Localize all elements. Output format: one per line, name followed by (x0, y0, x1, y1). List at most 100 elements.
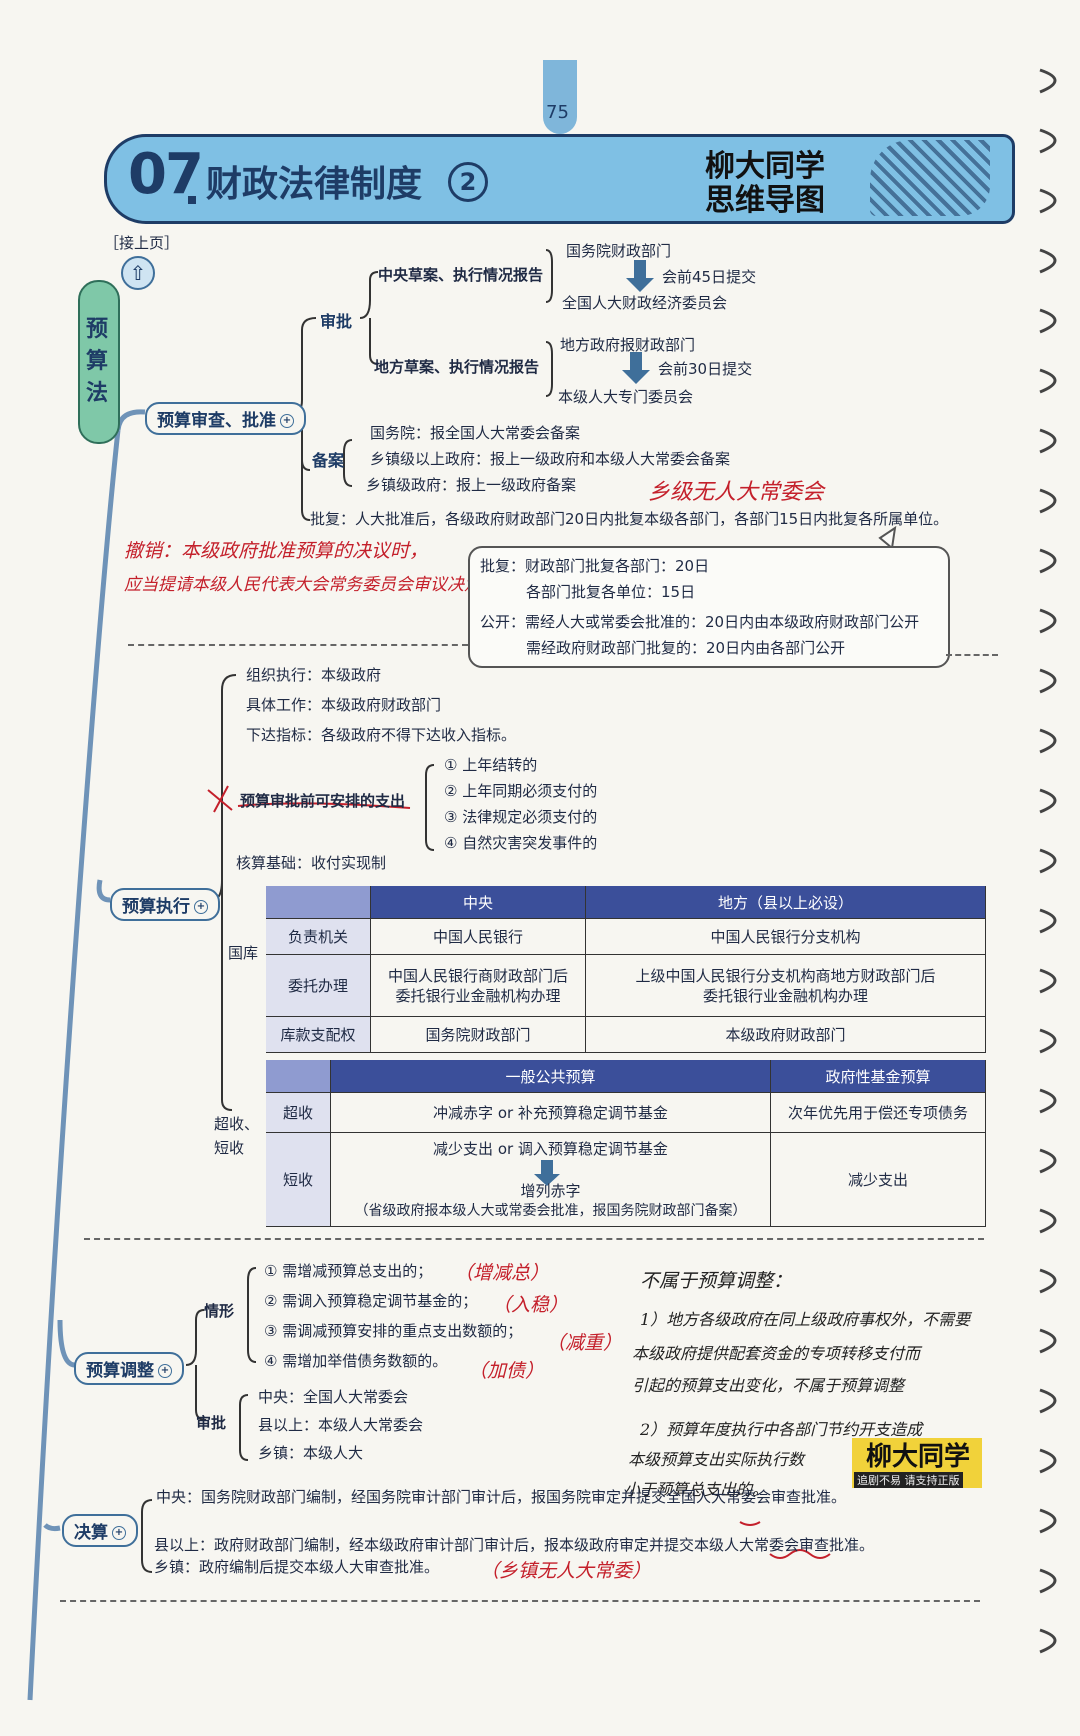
branch-adjustment-label: 预算调整 (86, 1361, 154, 1381)
exec-before-3: ③ 法律规定必须支付的 (444, 808, 598, 826)
final-town: 乡镇：政府编制后提交本级人大审查批准。 (154, 1558, 440, 1576)
hand-right-6: 本级预算支出实际执行数 (628, 1450, 805, 1469)
branch-adjustment[interactable]: 预算调整+ (74, 1352, 184, 1385)
central-from: 国务院财政部门 (566, 242, 672, 260)
exec-accounting: 核算基础：收付实现制 (236, 854, 387, 872)
hand-right-1: 不属于预算调整： (640, 1270, 793, 1292)
surplus-shortfall-table: 一般公共预算 政府性基金预算 超收 冲减赤字 or 补充预算稳定调节基金 次年优… (266, 1060, 986, 1227)
hand-right-7: 小于预算总支出的。 (624, 1480, 769, 1499)
final-central: 中央：国务院财政部门编制，经国务院审计部门审计后，报国务院审定并提交全国人大常委… (156, 1488, 847, 1506)
adj-item-2: ② 需调入预算稳定调节基金的； (264, 1292, 478, 1310)
exec-before-2: ② 上年同期必须支付的 (444, 782, 598, 800)
branch-approval-label: 预算审查、批准 (157, 411, 276, 431)
local-report: 地方草案、执行情况报告 (374, 358, 540, 376)
qingxing-label: 情形 (204, 1302, 235, 1320)
adj-item-1: ① 需增减预算总支出的； (264, 1262, 433, 1280)
treasury-header-local: 地方（县以上必设） (585, 886, 986, 919)
guoku-label: 国库 (228, 944, 259, 962)
branch-approval[interactable]: 预算审查、批准 + (145, 402, 306, 435)
final-hand-note: （乡镇无人大常委） (480, 1560, 652, 1582)
footer-logo-brand: 柳大同学 (866, 1442, 971, 1472)
shortfall-label: 短收 (266, 1132, 331, 1227)
central-report: 中央草案、执行情况报告 (378, 266, 544, 284)
treasury-table: 中央 地方（县以上必设） 负责机关 中国人民银行 中国人民银行分支机构 委托办理… (266, 886, 986, 1053)
shenpi-label: 审批 (320, 312, 353, 331)
exec-target: 下达指标：各级政府不得下达收入指标。 (246, 726, 517, 744)
root-node (78, 280, 120, 444)
exec-before-label: 预算审批前可安排的支出 (240, 792, 406, 810)
beian-item-3: 乡镇级政府：报上一级政府备案 (366, 476, 577, 494)
treasury-cell: 中国人民银行分支机构 (585, 918, 986, 955)
final-county: 县以上：政府财政部门编制，经本级政府审计部门审计后，报本级政府审定并提交本级人大… (154, 1536, 875, 1554)
page-number: 75 (546, 102, 569, 123)
adj-approval-1: 中央：全国人大常委会 (258, 1388, 409, 1406)
central-deadline: 会前45日提交 (662, 268, 757, 286)
exec-before-1: ① 上年结转的 (444, 756, 538, 774)
surplus-header-fund: 政府性基金预算 (770, 1060, 986, 1093)
treasury-cell: 中国人民银行 (370, 918, 586, 955)
divider-3 (60, 1600, 980, 1602)
adj-shenpi-label: 审批 (196, 1414, 227, 1432)
beian-item-2: 乡镇级以上政府：报上一级政府和本级人大常委会备案 (370, 450, 731, 468)
handwritten-revoke-2: 应当提请本级人民代表大会常务委员会审议决定 (124, 575, 481, 595)
branch-execution[interactable]: 预算执行 + (110, 888, 220, 921)
bubble-line-1: 批复：财政部门批复各部门：20日 (480, 557, 710, 575)
surplus-cell: 冲减赤字 or 补充预算稳定调节基金 (330, 1092, 771, 1133)
divider-1 (128, 644, 468, 646)
treasury-cell: 国务院财政部门 (370, 1016, 586, 1053)
adj-item-3: ③ 需调减预算安排的重点支出数额的； (264, 1322, 523, 1340)
exec-work: 具体工作：本级政府财政部门 (246, 696, 442, 714)
treasury-header-central: 中央 (370, 886, 586, 919)
handwritten-note-township: 乡级无人大常委会 (648, 480, 825, 505)
hand-right-4: 引起的预算支出变化，不属于预算调整 (632, 1376, 905, 1395)
treasury-cell: 委托办理 (266, 954, 371, 1017)
exec-before-4: ④ 自然灾害突发事件的 (444, 834, 598, 852)
beian-item-1: 国务院：报全国人大常委会备案 (370, 424, 581, 442)
continued-label: ［接上页］ (104, 234, 180, 252)
divider-2 (84, 1238, 984, 1240)
chapter-dot (188, 196, 196, 204)
up-arrow-icon: ⇧ (121, 256, 155, 290)
local-from: 地方政府报财政部门 (560, 336, 696, 354)
chapter-part-circle: 2 (448, 162, 488, 202)
shortfall-general-cell: 减少支出 or 调入预算稳定调节基金 增列赤字 （省级政府报本级人大或常委会批准… (330, 1132, 771, 1227)
exec-org: 组织执行：本级政府 (246, 666, 382, 684)
treasury-cell: 上级中国人民银行分支机构商地方财政部门后 委托银行业金融机构办理 (585, 954, 986, 1017)
local-to: 本级人大专门委员会 (558, 388, 694, 406)
adj-hand-1: （增减总） (454, 1262, 550, 1284)
treasury-cell: 中国人民银行商财政部门后 委托银行业金融机构办理 (370, 954, 586, 1017)
surplus-header-blank (266, 1060, 331, 1093)
expand-icon: + (280, 414, 294, 428)
surplus-cell: 超收 (266, 1092, 331, 1133)
shortfall-line-b: 增列赤字 (520, 1181, 581, 1200)
adj-hand-2: （入稳） (492, 1294, 569, 1316)
beian-label: 备案 (312, 451, 345, 470)
branch-final-accounts[interactable]: 决算+ (62, 1514, 138, 1547)
treasury-cell: 本级政府财政部门 (585, 1016, 986, 1053)
hand-right-2: 1）地方各级政府在同上级政府事权外，不需要 (640, 1310, 971, 1329)
adj-hand-3: （减重） (546, 1332, 623, 1354)
shortfall-line-c: （省级政府报本级人大或常委会批准，报国务院财政部门备案） (354, 1202, 747, 1219)
brand-logo: 柳大同学 思维导图 (705, 149, 825, 218)
treasury-cell: 负责机关 (266, 918, 371, 955)
bubble-line-4: 需经政府财政部门批复的：20日内由各部门公开 (526, 639, 846, 657)
summary-bubble (468, 546, 950, 668)
central-to: 全国人大财政经济委员会 (562, 294, 728, 312)
shortfall-arrow-space (335, 1159, 766, 1181)
adj-approval-3: 乡镇：本级人大 (258, 1444, 364, 1462)
leaf-decoration (870, 140, 990, 216)
footer-logo-slogan: 追剧不易 请支持正版 (854, 1472, 963, 1488)
surplus-cell: 次年优先用于偿还专项债务 (770, 1092, 986, 1133)
root-label: 预算法 (86, 317, 109, 406)
hand-right-5: 2）预算年度执行中各部门节约开支造成 (640, 1420, 923, 1439)
branch-execution-label: 预算执行 (122, 897, 190, 917)
treasury-cell: 库款支配权 (266, 1016, 371, 1053)
chapter-banner (104, 134, 1015, 224)
bubble-line-2: 各部门批复各单位：15日 (526, 583, 696, 601)
shortfall-fund-cell: 减少支出 (770, 1132, 986, 1227)
expand-icon: + (194, 900, 208, 914)
divider-1b (946, 654, 998, 656)
bubble-line-3: 公开：需经人大或常委会批准的：20日内由本级政府财政部门公开 (480, 613, 920, 631)
pifu-text: 批复：人大批准后，各级政府财政部门20日内批复本级各部门，各部门15日内批复各所… (310, 510, 949, 528)
